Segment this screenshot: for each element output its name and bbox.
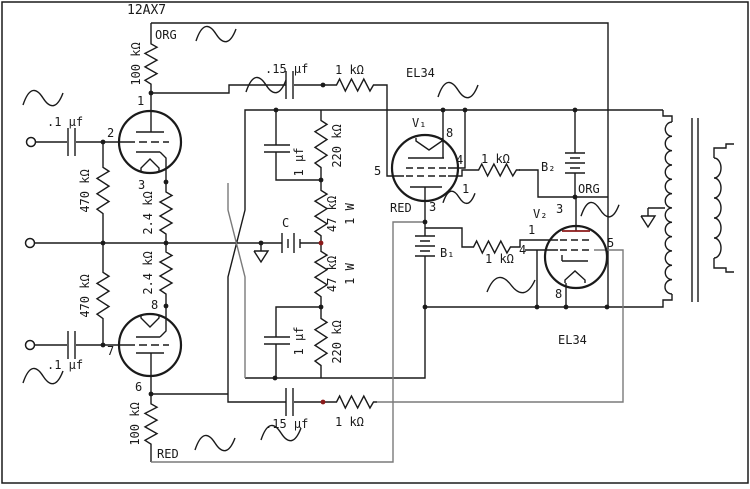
tube-12ax7-lower-envelope xyxy=(117,312,183,378)
pin-v2-g3: 1 xyxy=(528,223,535,237)
el34-top-label: EL34 xyxy=(406,66,435,80)
pin-v1-g1: 5 xyxy=(374,164,381,178)
pin-v1-k: 8 xyxy=(446,126,453,140)
resistor-220k-bottom xyxy=(314,313,328,371)
cap-15uf-top-label: .15 µf xyxy=(265,62,308,76)
transformer-secondary-leads xyxy=(713,143,734,273)
wiring-gray xyxy=(151,183,624,463)
pin-v2-k: 8 xyxy=(555,287,562,301)
resistor-2k4-top xyxy=(159,187,173,239)
resistors xyxy=(96,39,521,449)
ground-icon xyxy=(253,242,269,263)
resistor-1k-v2-label: 1 kΩ xyxy=(485,252,514,266)
resistor-470k-top-label: 470 kΩ xyxy=(78,169,92,212)
red-bottom-label: RED xyxy=(157,447,179,461)
cap-15uf-bottom-label: .15 µf xyxy=(265,417,308,431)
v2-label: V₂ xyxy=(533,207,547,221)
resistor-470k-bottom xyxy=(96,267,110,324)
resistor-220k-top xyxy=(314,115,328,173)
resistor-1k-top xyxy=(332,78,378,92)
pin-v1-g3: 1 xyxy=(462,182,469,196)
input-terminal-bottom xyxy=(24,339,36,351)
input-terminal-mid xyxy=(24,237,36,249)
resistor-47k-top-wattage: 1 W xyxy=(343,202,357,224)
transformer-secondary-coil xyxy=(713,157,722,259)
pin-t2-plate: 6 xyxy=(135,380,142,394)
pin-t2-cathode: 8 xyxy=(151,298,158,312)
sine-wave-icon xyxy=(580,201,620,218)
resistor-220k-bottom-label: 220 kΩ xyxy=(330,320,344,363)
el34-bottom-label: EL34 xyxy=(558,333,587,347)
junction-dots xyxy=(100,82,610,405)
resistor-1k-top-label: 1 kΩ xyxy=(335,63,364,77)
pin-v1-g2: 4 xyxy=(456,153,463,167)
resistor-1k-bottom-label: 1 kΩ xyxy=(335,415,364,429)
pin-t1-grid: 2 xyxy=(107,126,114,140)
tube-v1-el34-envelope xyxy=(390,133,460,203)
org-top-label: ORG xyxy=(155,28,177,42)
resistor-220k-top-label: 220 kΩ xyxy=(330,124,344,167)
resistor-100k-top-label: 100 kΩ xyxy=(129,42,143,85)
transformer-primary-coil xyxy=(664,121,673,295)
sine-wave-icon xyxy=(195,25,237,43)
output-transformer xyxy=(664,118,734,302)
resistor-100k-bottom-label: 100 kΩ xyxy=(128,402,142,445)
sine-wave-icon xyxy=(437,81,479,99)
pin-t1-plate: 1 xyxy=(137,94,144,108)
resistor-2k4-bottom xyxy=(159,247,173,299)
pin-v2-g2: 4 xyxy=(519,243,526,257)
sine-wave-icon xyxy=(442,190,476,204)
pin-v1-a: 3 xyxy=(429,200,436,214)
cap-1uf-bottom-label: 1 µf xyxy=(292,327,306,356)
resistor-100k-top xyxy=(144,39,158,89)
ground-icon xyxy=(640,207,656,228)
cap-0.1uf-top-label: .1 µf xyxy=(47,115,83,129)
b1-label: B₁ xyxy=(440,246,454,260)
pin-labels: 1 2 3 7 8 6 8 5 4 1 3 3 1 4 5 8 xyxy=(107,94,614,394)
battery-c-label: C xyxy=(282,216,289,230)
tube-12ax7-upper-envelope xyxy=(117,109,183,175)
sine-wave-icon xyxy=(22,89,64,107)
resistor-47k-bottom-wattage: 1 W xyxy=(343,262,357,284)
pin-t1-cathode: 3 xyxy=(138,178,145,192)
resistor-1k-bottom xyxy=(332,395,378,409)
pin-v2-g1: 5 xyxy=(607,236,614,250)
wiring-black xyxy=(35,22,673,462)
resistor-47k-top-label: 47 kΩ xyxy=(325,196,339,232)
resistor-470k-bottom-label: 470 kΩ xyxy=(78,274,92,317)
text-labels: 12AX7 ORG .1 µf .1 µf 100 kΩ 470 kΩ 2.4 … xyxy=(47,3,600,461)
resistor-2k4-top-label: 2.4 kΩ xyxy=(141,191,155,234)
resistor-470k-top xyxy=(96,162,110,219)
resistor-2k4-bottom-label: 2.4 kΩ xyxy=(141,251,155,294)
b2-label: B₂ xyxy=(541,160,555,174)
v1-label: V₁ xyxy=(412,116,426,130)
cap-0.1uf-bottom-label: .1 µf xyxy=(47,358,83,372)
resistor-100k-bottom xyxy=(144,399,158,449)
sine-wave-icon xyxy=(194,434,236,452)
transformer-core xyxy=(691,118,699,302)
tube-v2-el34-envelope xyxy=(543,224,609,290)
cap-1uf-top-label: 1 µf xyxy=(292,148,306,177)
pin-v2-a: 3 xyxy=(556,202,563,216)
sine-wave-icon xyxy=(486,276,536,294)
resistor-47k-bottom-label: 47 kΩ xyxy=(325,256,339,292)
input-terminal-top xyxy=(25,136,37,148)
red-mid-label: RED xyxy=(390,201,412,215)
org-mid-label: ORG xyxy=(578,182,600,196)
tube-family-label: 12AX7 xyxy=(127,3,166,18)
resistor-1k-v1-label: 1 kΩ xyxy=(481,152,510,166)
pin-t2-grid: 7 xyxy=(107,344,114,358)
